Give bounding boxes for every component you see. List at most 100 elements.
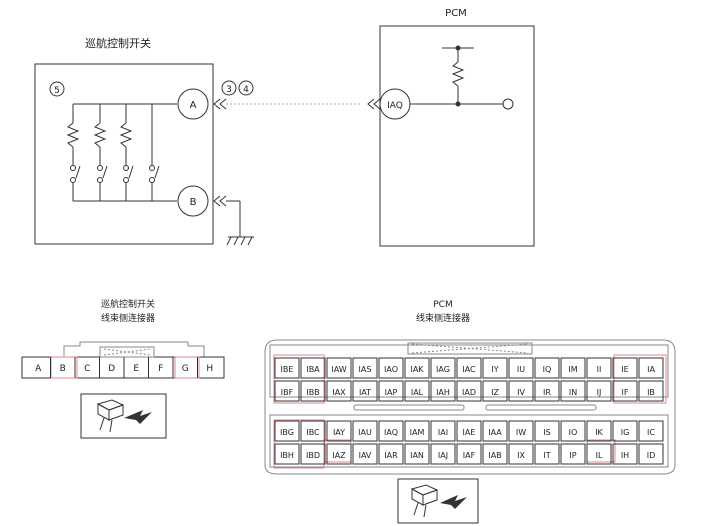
pcm-pin-cell [534, 380, 560, 402]
switch-connector-title-1: 巡航控制开关 [101, 298, 155, 310]
pcm-pin-cell [482, 443, 508, 465]
pcm-pin-ibh: IBH [280, 451, 294, 460]
pcm-pin-iau: IAU [358, 428, 372, 437]
pcm-pin-cell [482, 357, 508, 379]
pcm-pin-iab: IAB [488, 451, 501, 460]
switch-connector [21, 341, 225, 379]
pcm-pin-iz: IZ [491, 388, 499, 397]
switch-pin-g: G [182, 364, 189, 374]
pcm-input-node [502, 98, 514, 110]
pcm-pin-iba: IBA [306, 365, 320, 374]
pcm-pin-ir: IR [543, 388, 551, 397]
pcm-pin-iac: IAC [462, 365, 476, 374]
switch-pin-e: E [133, 364, 139, 374]
pcm-pin-cell [560, 420, 586, 442]
pcm-pin-ibf: IBF [281, 388, 294, 397]
pcm-pin-ibe: IBE [281, 365, 294, 374]
ground-icon [226, 236, 254, 246]
pcm-connector-title-2: 线束侧连接器 [416, 312, 470, 324]
switch-box [34, 63, 214, 245]
pcm-pin-ias: IAS [359, 365, 372, 374]
svg-text:4: 4 [243, 85, 249, 95]
pcm-pin-iq: IQ [543, 365, 552, 374]
pcm-pin-cell [638, 357, 664, 379]
pcm-pin-iag: IAG [436, 365, 450, 374]
pcm-pin-il: IL [596, 451, 603, 460]
switch-pin-b: B [60, 364, 66, 374]
pcm-pin-cell [456, 357, 482, 379]
pcm-pin-iar: IAR [384, 451, 398, 460]
switch-view-icon-frame [80, 393, 167, 439]
pcm-pin-ip: IP [569, 451, 576, 460]
pcm-pin-cell [508, 380, 534, 402]
svg-text:3: 3 [226, 85, 232, 95]
pcm-pin-cell [534, 357, 560, 379]
pcm-pin-cell [378, 380, 404, 402]
pcm-pin-iam: IAM [410, 428, 425, 437]
pcm-pin-iax: IAX [332, 388, 346, 397]
pcm-pin-ix: IX [517, 451, 525, 460]
pcm-pin-ia: IA [647, 365, 655, 374]
pcm-pin-ian: IAN [410, 451, 424, 460]
pcm-pin-cell [326, 380, 352, 402]
pcm-pin-ibc: IBC [306, 428, 320, 437]
pcm-pin-cell [586, 357, 612, 379]
pcm-pin-cell [274, 380, 300, 402]
pcm-pin-id: ID [647, 451, 656, 460]
switch-resistor-ladder [66, 104, 160, 201]
pcm-pin-cell [586, 420, 612, 442]
switch-pin-a: A [35, 364, 42, 374]
switch-pin-f: F [158, 364, 163, 374]
terminal-b [177, 185, 209, 217]
terminal-iaq-label: IAQ [387, 101, 403, 111]
pcm-pin-cell [534, 443, 560, 465]
pcm-pin-ie: IE [621, 365, 628, 374]
pcm-pin-cell [456, 380, 482, 402]
pcm-pin-cell [508, 420, 534, 442]
pcm-pin-cell [508, 357, 534, 379]
pcm-pin-iao: IAO [384, 365, 398, 374]
pcm-pin-cell [300, 443, 326, 465]
pcm-pin-io: IO [569, 428, 578, 437]
pcm-pin-ibg: IBG [280, 428, 294, 437]
pcm-pin-cell [430, 380, 456, 402]
pcm-pin-cell [482, 420, 508, 442]
pcm-pin-iak: IAK [410, 365, 424, 374]
pcm-pin-cell [300, 420, 326, 442]
pcm-pin-if: IF [622, 388, 629, 397]
pcm-pin-iaw: IAW [331, 365, 346, 374]
pcm-pin-ibb: IBB [306, 388, 319, 397]
terminal-a [177, 88, 209, 120]
pcm-pin-cell [612, 443, 638, 465]
switch-id-circle [49, 81, 65, 97]
pcm-pin-ib: IB [647, 388, 655, 397]
pcm-pin-cell [326, 420, 352, 442]
pcm-pin-cell [352, 443, 378, 465]
pcm-pin-iaf: IAF [463, 451, 476, 460]
connector-view-icon [410, 484, 467, 518]
switch-title: 巡航控制开关 [85, 36, 151, 50]
pcm-pin-cell [378, 443, 404, 465]
connector-ref-4 [238, 80, 254, 96]
pcm-pin-cell [274, 443, 300, 465]
pcm-pin-cell [508, 443, 534, 465]
pcm-pin-iaa: IAA [488, 428, 502, 437]
pcm-pin-ig: IG [621, 428, 630, 437]
pcm-pin-cell [404, 443, 430, 465]
switch-pin-d: D [108, 364, 115, 374]
pcm-pin-cell [300, 380, 326, 402]
pcm-pin-cell [456, 443, 482, 465]
pcm-pin-it: IT [543, 451, 550, 460]
pcm-pin-cell [430, 443, 456, 465]
pcm-pin-iat: IAT [359, 388, 371, 397]
pcm-connector-title-1: PCM [433, 300, 452, 310]
pcm-pin-iv: IV [517, 388, 525, 397]
pcm-pin-iaz: IAZ [332, 451, 346, 460]
connector-view-icon [96, 399, 152, 433]
switch-pin-h: H [206, 364, 213, 374]
pcm-pin-ih: IH [621, 451, 629, 460]
pcm-view-icon-frame [397, 478, 479, 524]
pcm-pin-is: IS [543, 428, 550, 437]
pcm-pin-iw: IW [516, 428, 526, 437]
pcm-pin-ii: II [597, 365, 602, 374]
